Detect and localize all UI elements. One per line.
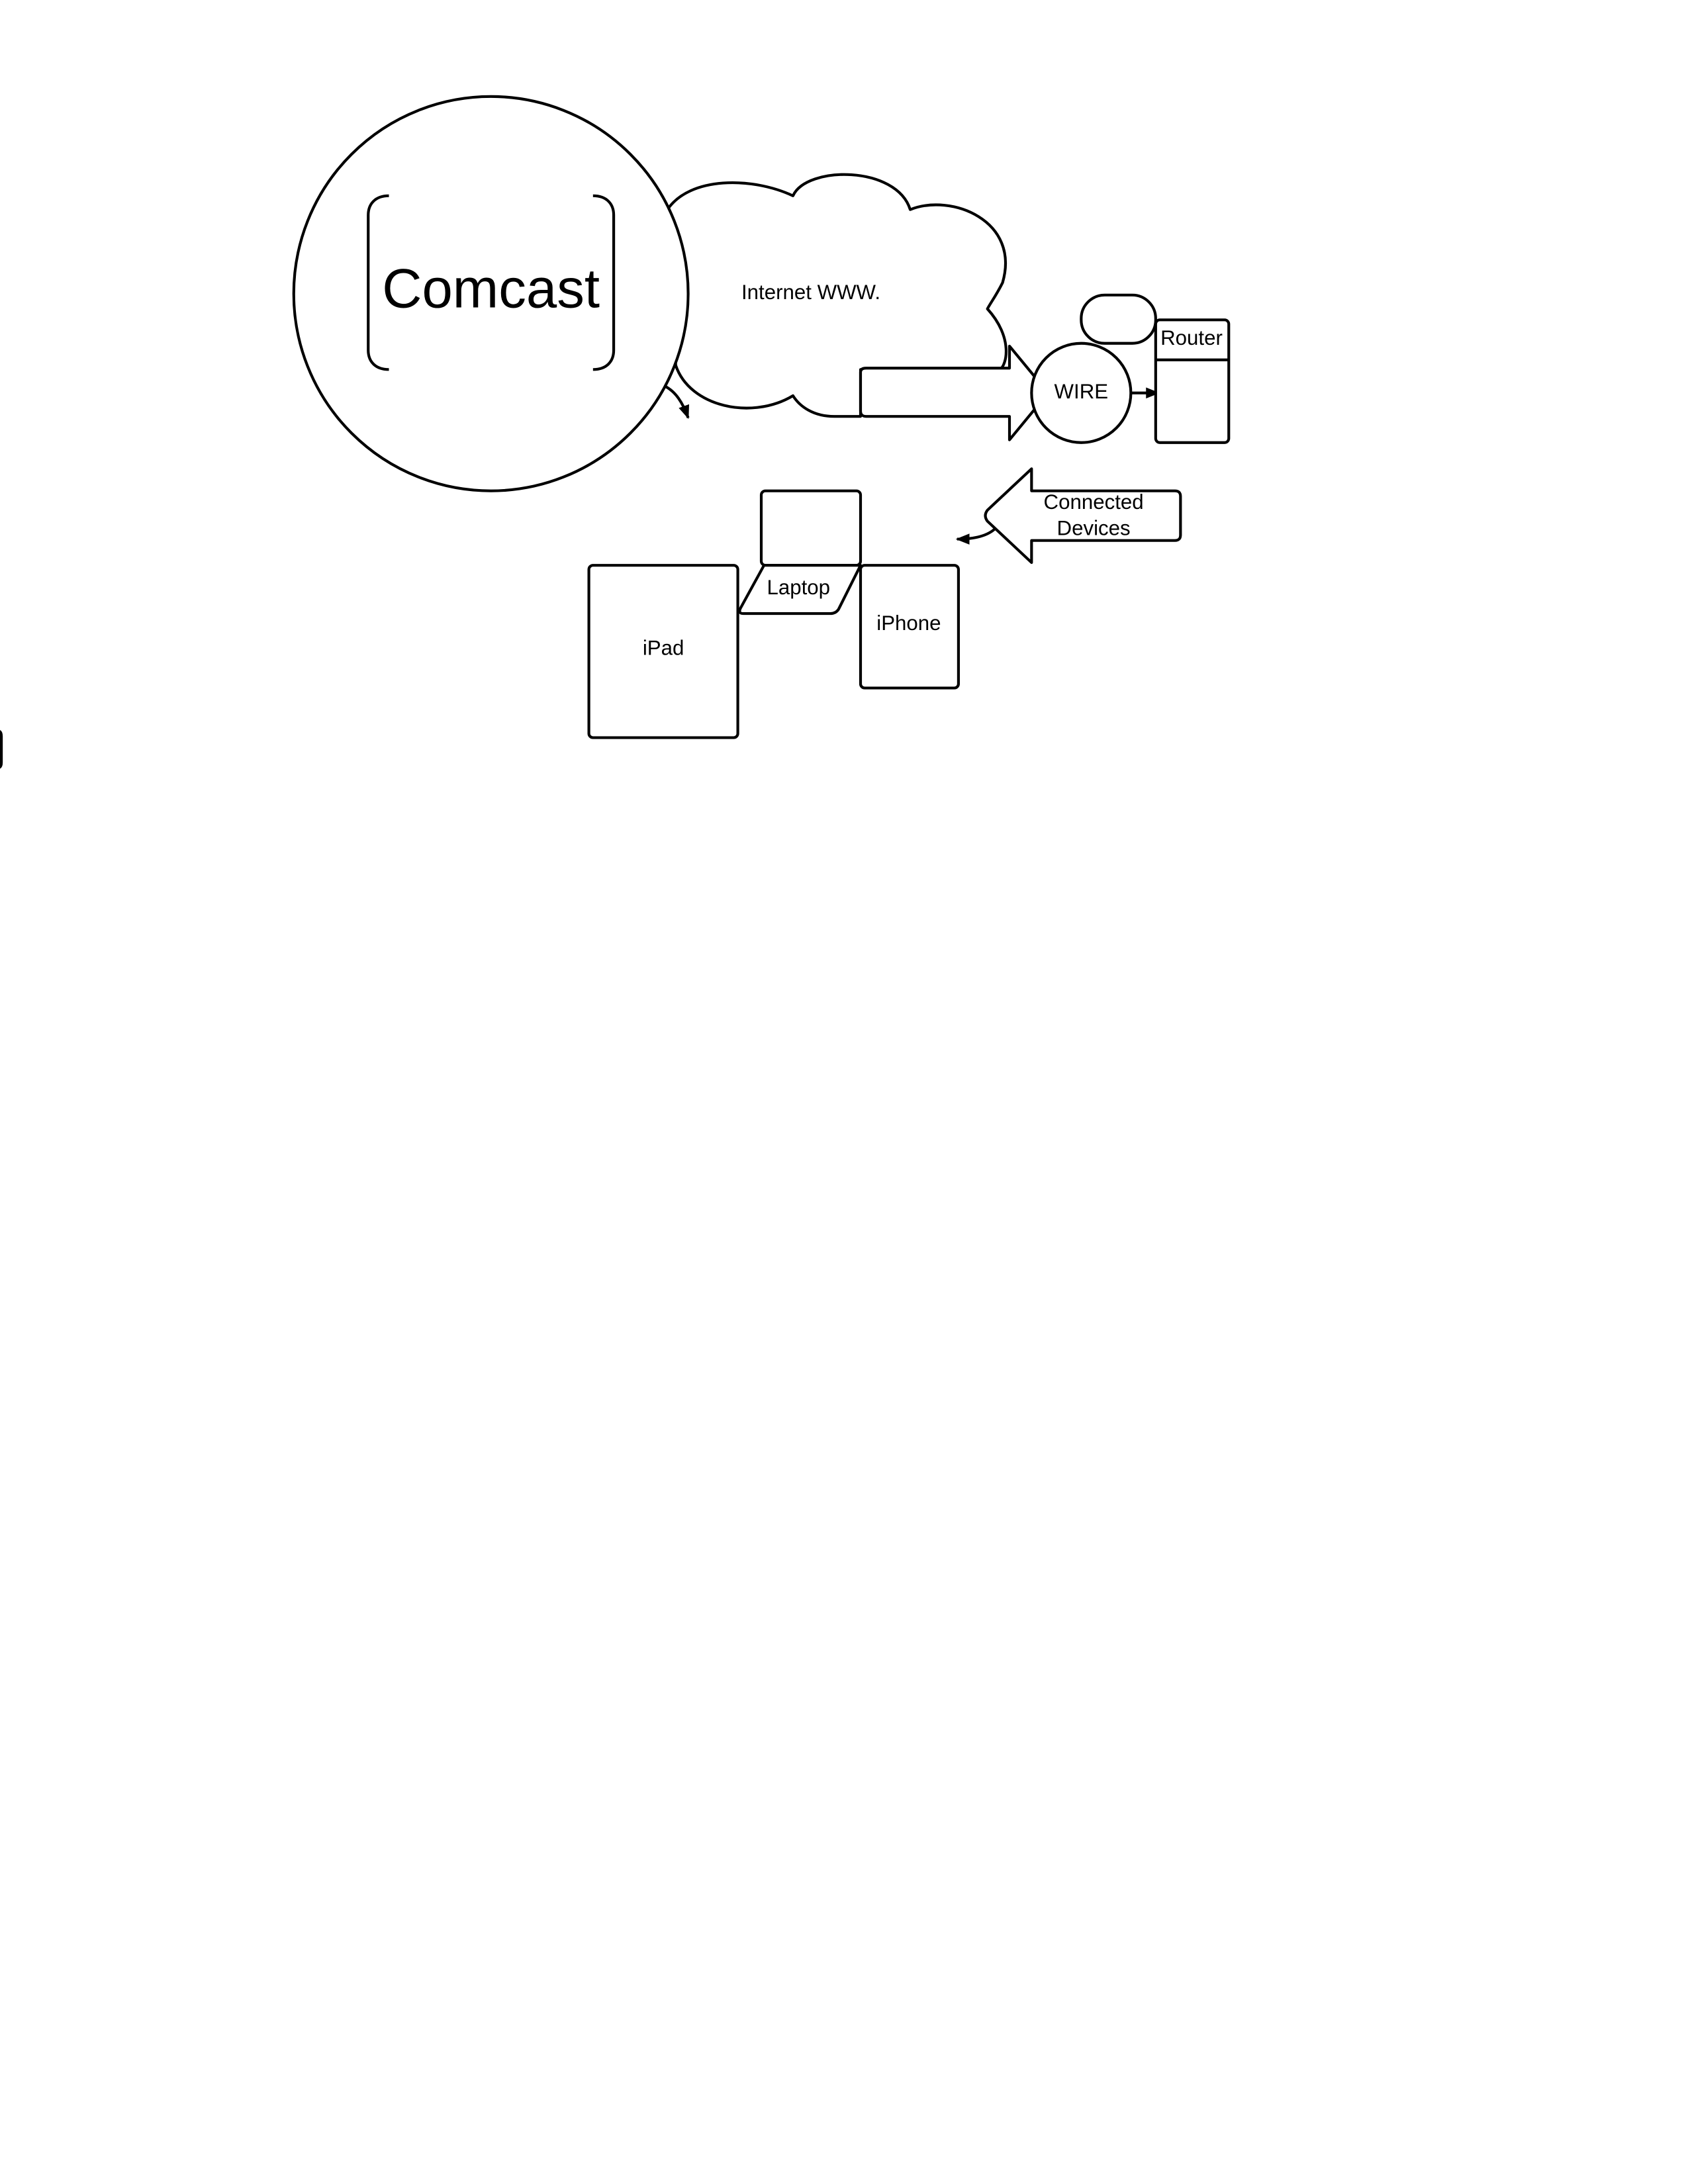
devices-connector-arrow [955,527,997,545]
laptop-base [738,564,863,615]
wire-label: WIRE [1055,380,1109,403]
iphone-label: iPhone [876,612,941,635]
ipad-node: iPad [587,564,739,739]
laptop-node: Laptop [738,489,863,615]
ipad-label: iPad [643,637,684,660]
connected-label-line2: Devices [1057,516,1131,539]
connected-devices-arrow: Connected Devices [984,467,1182,565]
router-antenna-shape [1080,293,1157,345]
laptop-label: Laptop [767,576,830,599]
right-bracket [592,194,616,371]
internet-cloud: Internet WWW. [666,173,1008,418]
router-node: Router [1154,318,1231,444]
connected-label-line1: Connected [1044,490,1144,514]
comcast-node: Comcast [292,95,690,492]
router-label: Router [1160,326,1223,349]
laptop-screen [759,489,863,567]
block-arrow-to-wire [859,344,1050,441]
wire-node: WIRE [1030,341,1133,444]
left-bracket [367,194,389,371]
comcast-connector-arrow [664,385,690,420]
edge-shape-fragment [0,730,3,769]
internet-label: Internet WWW. [741,281,880,304]
comcast-label: Comcast [382,258,600,320]
iphone-node: iPhone [859,564,961,690]
